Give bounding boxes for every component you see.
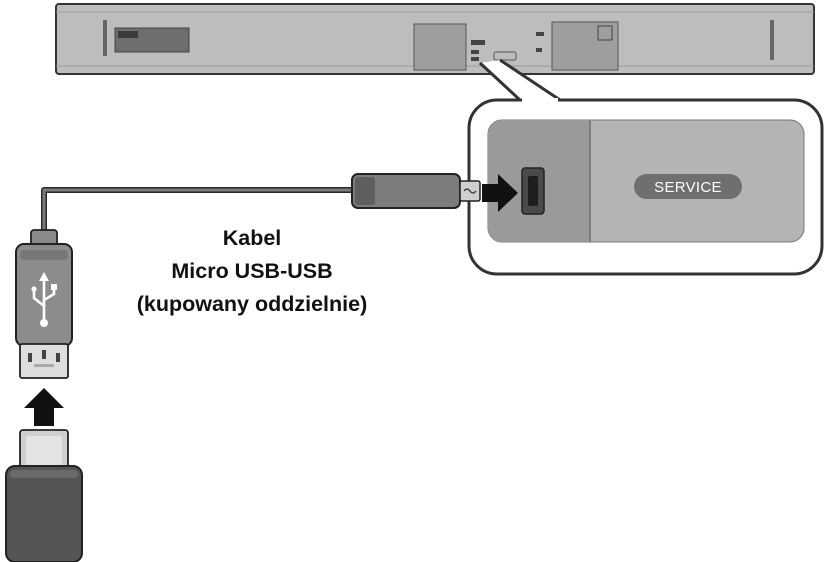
soundbar-right-notch xyxy=(770,20,774,60)
soundbar-service-bay xyxy=(413,23,467,71)
usb-a-plug xyxy=(15,229,73,379)
arrow-right xyxy=(482,174,518,212)
arrow-up xyxy=(24,388,64,426)
cable-label: Kabel Micro USB-USB (kupowany oddzielnie… xyxy=(96,222,408,321)
soundbar xyxy=(55,3,815,75)
cable-label-line2: Micro USB-USB xyxy=(171,259,333,283)
service-label-pill xyxy=(634,174,742,199)
cable-label-line1: Kabel xyxy=(222,226,282,250)
zoom-callout: SERVICE xyxy=(467,58,824,276)
micro-usb-cable xyxy=(41,173,481,232)
usb-plug-metal xyxy=(19,343,69,379)
service-label: SERVICE xyxy=(654,179,722,196)
usb-device xyxy=(5,429,83,562)
soundbar-power-bay xyxy=(551,21,619,71)
cable-label-line3: (kupowany oddzielnie) xyxy=(136,292,368,316)
usb-device-body xyxy=(5,465,83,562)
soundbar-left-notch xyxy=(103,20,107,56)
soundbar-micro-port xyxy=(471,40,485,45)
